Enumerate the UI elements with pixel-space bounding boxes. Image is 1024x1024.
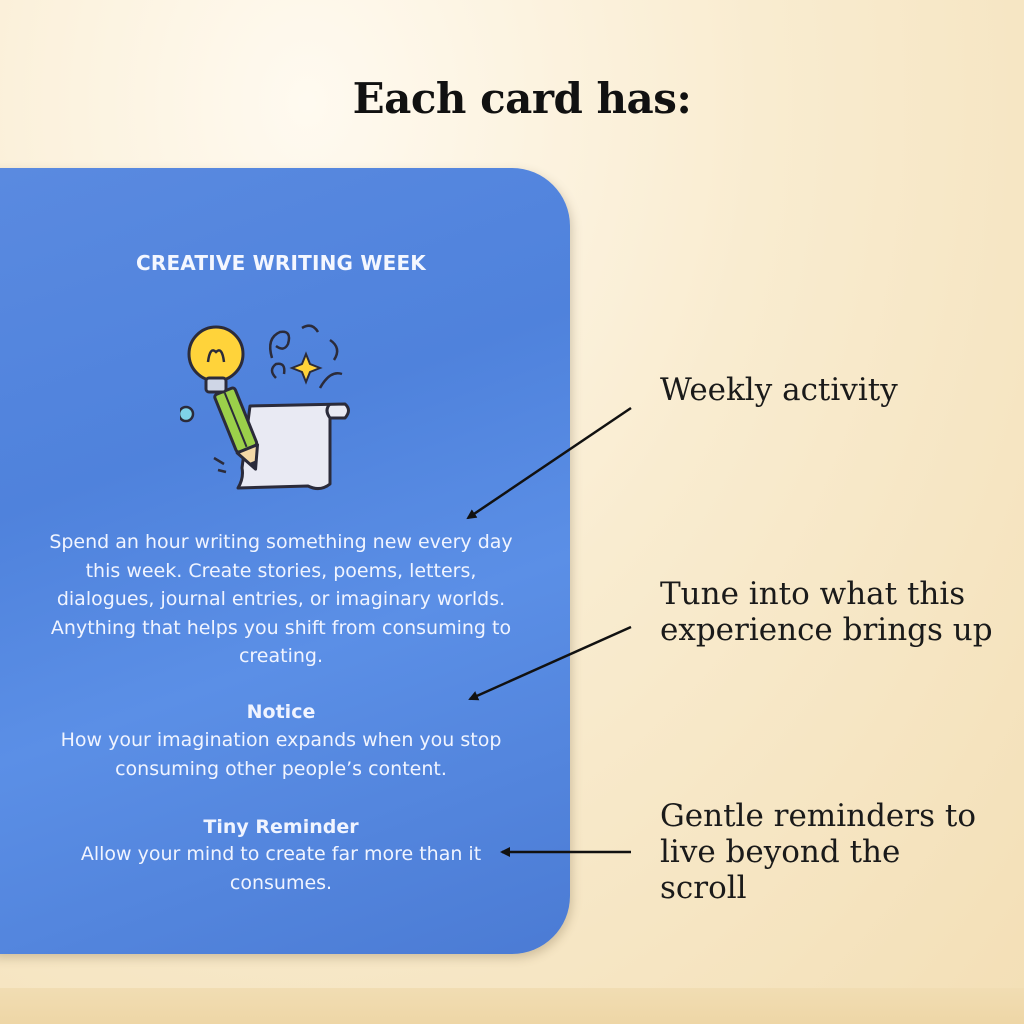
notice-text: How your imagination expands when you st… [60, 729, 502, 780]
page-heading: Each card has: [352, 74, 692, 123]
annotation-weekly-activity: Weekly activity [660, 372, 898, 408]
annotation-gentle-reminders: Gentle reminders to live beyond the scro… [660, 798, 976, 906]
card-title: CREATIVE WRITING WEEK [135, 251, 427, 275]
lightbulb-pencil-scroll-icon [180, 324, 350, 491]
reminder-label: Tiny Reminder [203, 816, 359, 838]
reminder-text: Allow your mind to create far more than … [80, 843, 482, 894]
card-body-text: Spend an hour writing something new ever… [49, 531, 513, 667]
floor-surface [0, 988, 1024, 1024]
notice-label: Notice [246, 701, 316, 723]
activity-card: CREATIVE WRITING WEEK Spend an hour writ… [0, 168, 570, 954]
annotation-tune-into: Tune into what this experience brings up [660, 576, 993, 648]
